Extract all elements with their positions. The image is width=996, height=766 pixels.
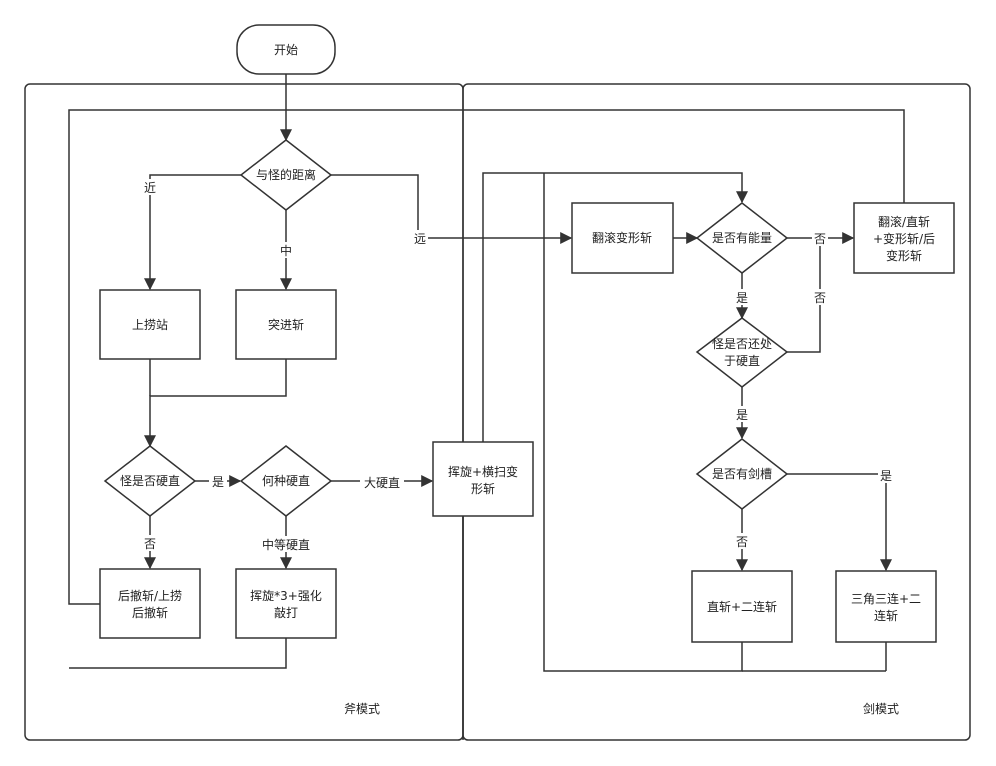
node-roll-morph: 翻滚变形斩: [571, 202, 674, 274]
axe-mode-title: 斧模式: [344, 702, 380, 716]
node-roll-options-label-3: 变形斩: [886, 248, 922, 263]
node-spin-sweep: 挥旋+横扫变 形斩: [432, 441, 534, 517]
node-dash: 突进斩: [235, 289, 337, 360]
node-distance-label: 与怪的距离: [256, 167, 316, 182]
label-mid-stagger: 中等硬直: [262, 537, 310, 552]
axe-mode-frame: [24, 83, 464, 741]
label-gauge-yes: 是: [880, 469, 892, 483]
sword-mode-title: 剑模式: [863, 701, 899, 716]
edge-labels: 近 中 远 是 否 大硬直 中等硬直 否 是 否 是 是 否: [142, 179, 894, 552]
node-straight-double-label: 直斩+二连斩: [707, 599, 777, 614]
node-stagger-label: 怪是否硬直: [120, 474, 180, 488]
node-uppercut: 上捞站: [99, 289, 201, 360]
connectors: [68, 74, 905, 740]
node-triple: 三角三连+二 连斩: [835, 570, 937, 643]
node-distance: 与怪的距离: [239, 139, 333, 211]
node-sword-gauge: 是否有剑槽: [695, 438, 789, 510]
node-sword-gauge-label: 是否有剑槽: [712, 466, 772, 481]
node-straight-double: 直斩+二连斩: [691, 570, 793, 643]
node-backslash-label-2: 后撤斩: [132, 605, 168, 620]
label-energy-yes: 是: [736, 291, 748, 305]
label-energy-no: 否: [814, 232, 826, 246]
node-spin-combo-label-1: 挥旋*3+强化: [250, 589, 322, 603]
node-backslash-label-1: 后撤斩/上捞: [118, 588, 182, 603]
node-energy: 是否有能量: [695, 202, 789, 274]
node-stagger-type: 何种硬直: [239, 445, 333, 517]
label-still-no: 否: [814, 291, 826, 305]
node-roll-morph-label: 翻滚变形斩: [592, 230, 652, 245]
label-near: 近: [144, 181, 156, 195]
node-spin-combo: 挥旋*3+强化 敲打: [235, 568, 337, 639]
node-stagger: 怪是否硬直: [103, 445, 197, 517]
node-still-stagger-label-2: 于硬直: [724, 354, 760, 368]
label-gauge-no: 否: [736, 535, 748, 549]
node-uppercut-label: 上捞站: [132, 318, 168, 332]
label-mid: 中: [280, 243, 292, 258]
node-energy-label: 是否有能量: [712, 231, 772, 245]
node-roll-options-label-2: +变形斩/后: [873, 231, 935, 246]
node-backslash: 后撤斩/上捞 后撤斩: [99, 568, 201, 639]
node-start-label: 开始: [274, 43, 298, 57]
node-still-stagger-label-1: 怪是否还处: [712, 337, 772, 351]
node-spin-sweep-label-1: 挥旋+横扫变: [448, 464, 518, 479]
label-stagger-yes: 是: [212, 475, 224, 489]
node-still-stagger: 怪是否还处 于硬直: [695, 317, 789, 388]
label-still-yes: 是: [736, 408, 748, 422]
node-spin-sweep-label-2: 形斩: [471, 482, 495, 496]
node-roll-options: 翻滚/直斩 +变形斩/后 变形斩: [853, 202, 955, 274]
label-big-stagger: 大硬直: [364, 476, 400, 490]
label-far: 远: [414, 232, 426, 246]
label-stagger-no: 否: [144, 537, 156, 551]
node-triple-label-2: 连斩: [874, 608, 898, 623]
node-spin-combo-label-2: 敲打: [274, 605, 298, 620]
node-roll-options-label-1: 翻滚/直斩: [878, 214, 930, 229]
sword-mode-frame: [462, 83, 971, 741]
node-dash-label: 突进斩: [268, 317, 304, 332]
node-start: 开始: [236, 24, 336, 75]
node-stagger-type-label: 何种硬直: [262, 474, 310, 488]
node-triple-label-1: 三角三连+二: [851, 591, 921, 606]
